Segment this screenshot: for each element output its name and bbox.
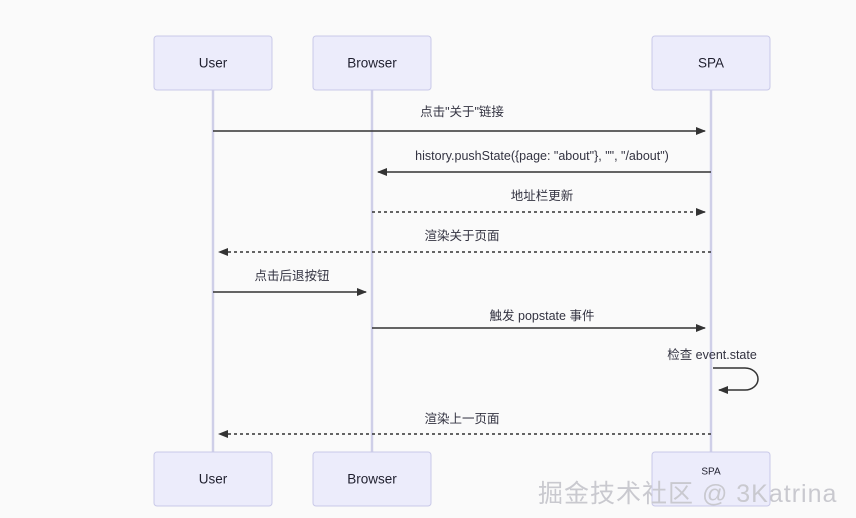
actor-rect-browser-bottom — [312, 451, 432, 507]
actor-label-spa-bottom: SPA — [701, 467, 721, 478]
actor-label-spa-top: SPA — [698, 56, 724, 71]
actor-box-user-top[interactable]: User — [153, 35, 273, 91]
actor-rect-browser-top — [312, 35, 432, 91]
lifelines — [211, 90, 713, 452]
message-label-5: 点击后退按钮 — [254, 268, 329, 283]
actor-label-browser-top: Browser — [347, 56, 397, 71]
message-label-2: history.pushState({page: "about"}, "", "… — [415, 149, 669, 163]
actor-box-browser-bottom[interactable]: Browser — [312, 451, 432, 507]
actor-box-spa-top[interactable]: SPA — [651, 35, 771, 91]
message-1: 点击"关于"链接 — [213, 104, 706, 135]
actor-rect-spa-bottom — [651, 451, 771, 507]
message-3: 地址栏更新 — [372, 188, 706, 216]
message-label-3: 地址栏更新 — [511, 188, 574, 203]
actor-label-user-bottom: User — [199, 472, 228, 487]
self-message-1: 检查 event.state — [667, 347, 759, 394]
actor-rect-spa-top — [651, 35, 771, 91]
actor-rect-user-top — [153, 35, 273, 91]
message-2: history.pushState({page: "about"}, "", "… — [377, 149, 711, 176]
actor-label-user-top: User — [199, 56, 228, 71]
message-label-4: 渲染关于页面 — [424, 228, 499, 243]
actor-box-browser-top[interactable]: Browser — [312, 35, 432, 91]
actor-label-browser-bottom: Browser — [347, 472, 397, 487]
self-message-loop-1 — [713, 367, 759, 394]
message-label-1: 点击"关于"链接 — [420, 104, 504, 119]
message-label-7: 渲染上一页面 — [424, 411, 499, 426]
actor-box-user-bottom[interactable]: User — [153, 451, 273, 507]
actor-rect-user-bottom — [153, 451, 273, 507]
message-7: 渲染上一页面 — [218, 411, 711, 438]
message-5: 点击后退按钮 — [213, 268, 367, 296]
message-label-6: 触发 popstate 事件 — [490, 308, 595, 323]
self-message-label-1: 检查 event.state — [667, 347, 757, 362]
actor-box-spa-bottom[interactable]: SPA — [651, 451, 771, 507]
message-4: 渲染关于页面 — [218, 228, 711, 256]
message-6: 触发 popstate 事件 — [372, 308, 706, 332]
